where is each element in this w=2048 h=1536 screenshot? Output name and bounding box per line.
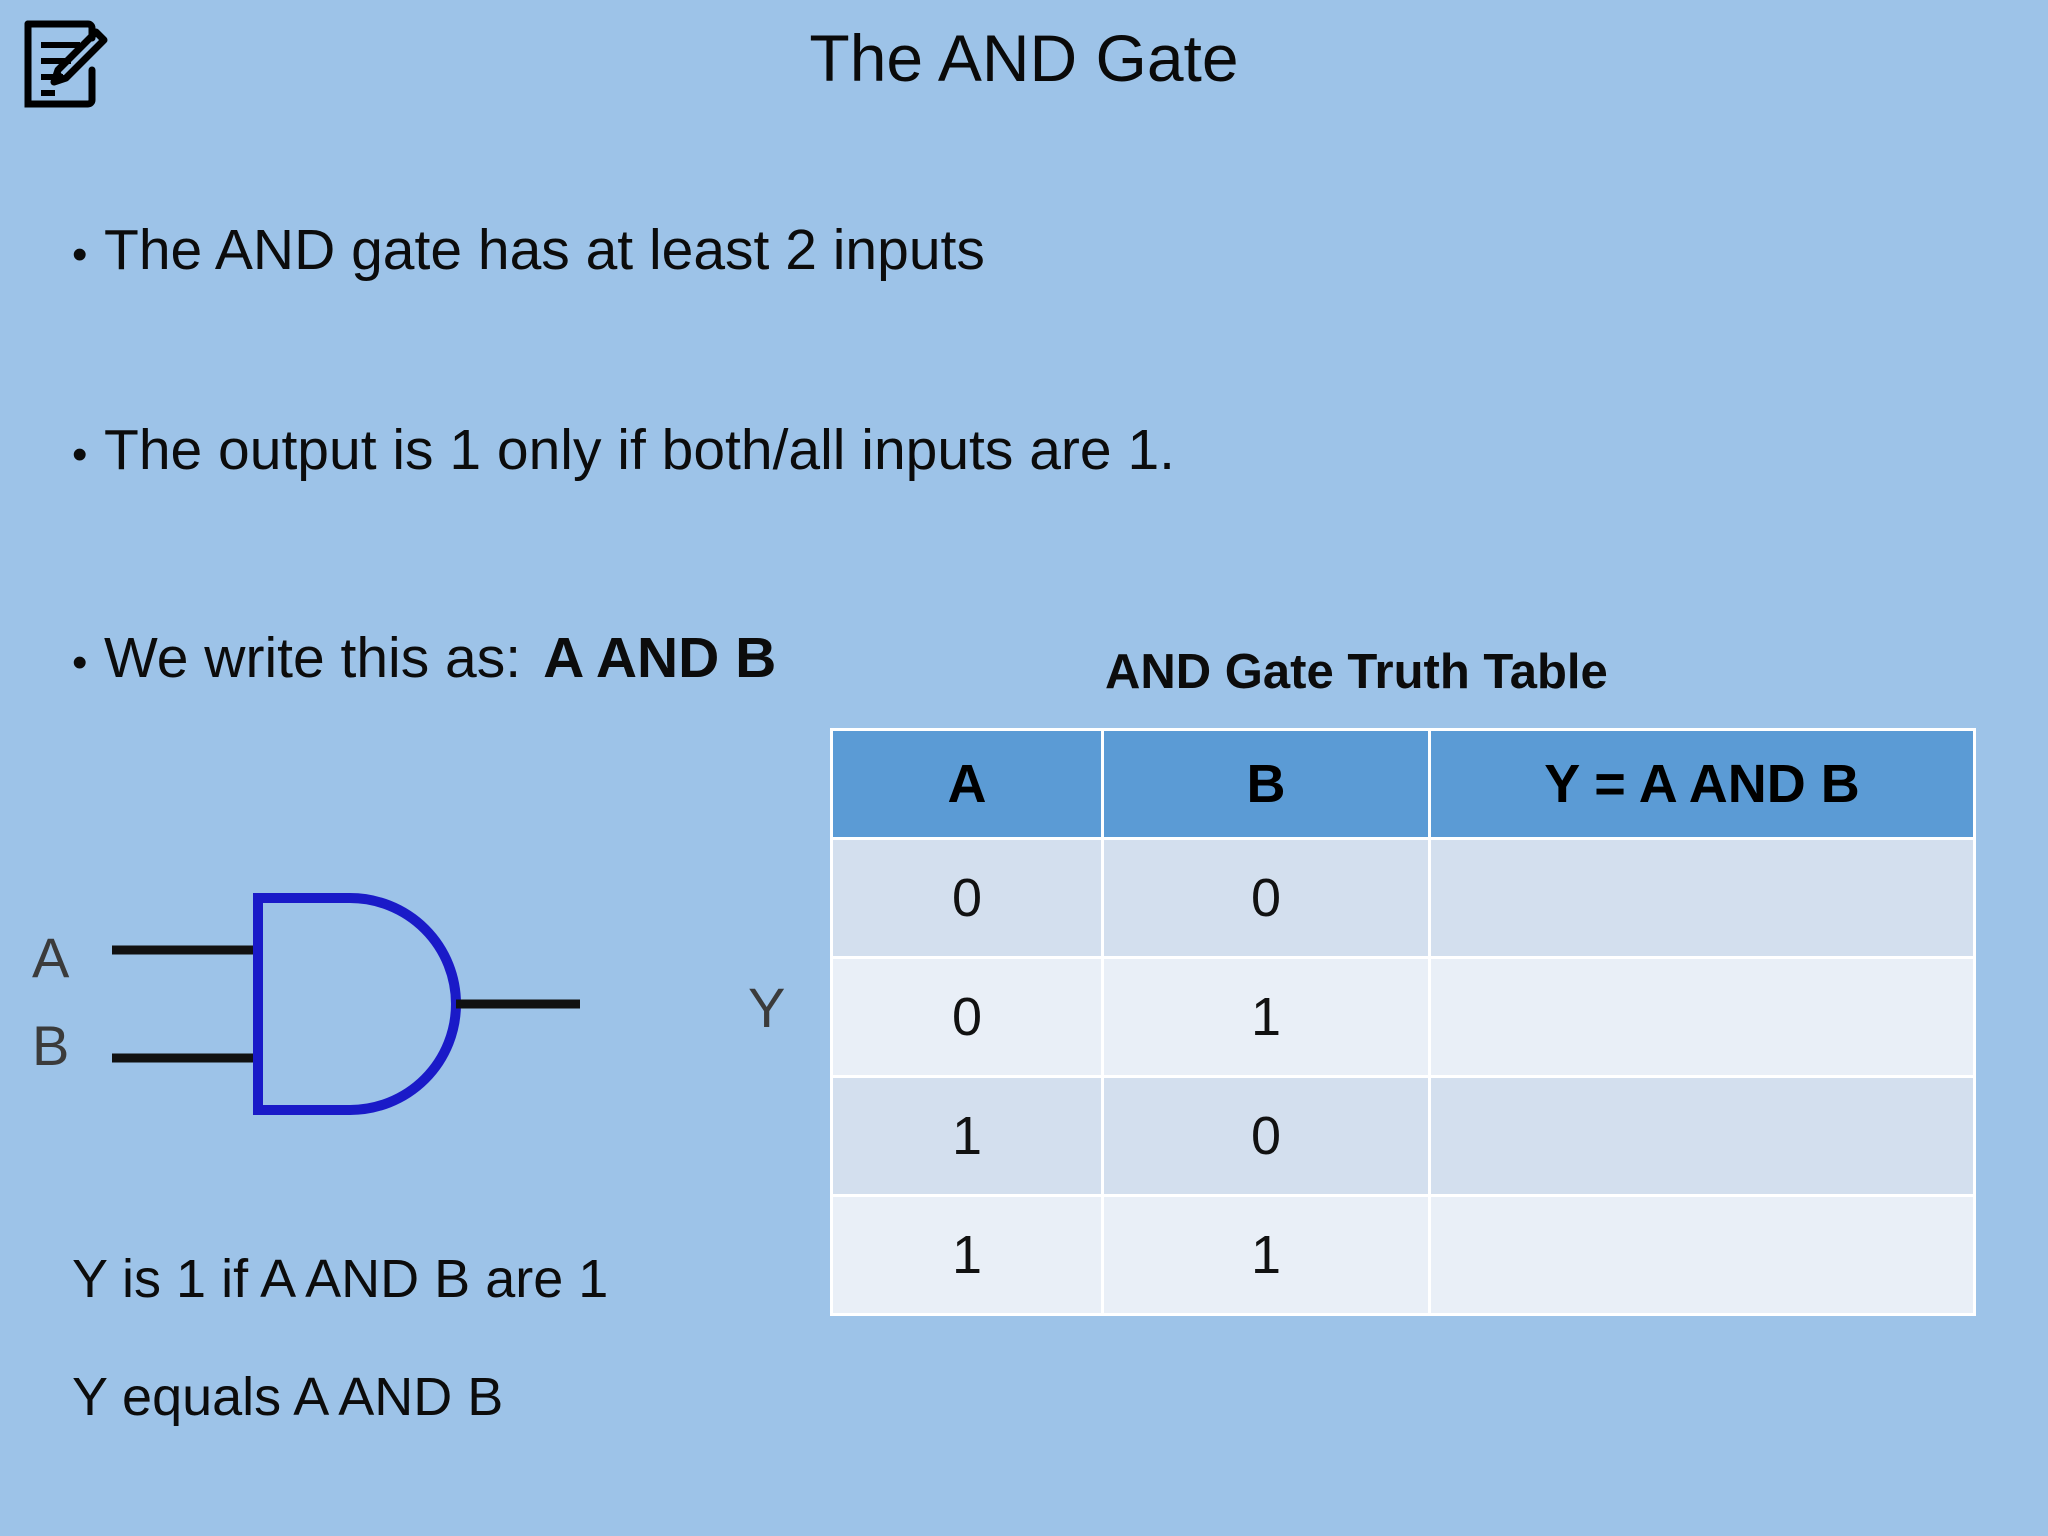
cell-y[interactable] <box>1431 840 1973 956</box>
column-header-a: A <box>833 731 1101 837</box>
truth-table-container: A B Y = A AND B 0 0 0 1 1 0 <box>830 728 1976 1316</box>
and-gate-diagram <box>20 860 840 1150</box>
bullet-marker-icon: • <box>72 638 88 687</box>
and-gate-body <box>253 893 461 1115</box>
cell-y[interactable] <box>1431 959 1973 1075</box>
cell-b: 1 <box>1104 1197 1428 1313</box>
truth-table-caption: AND Gate Truth Table <box>1105 645 1608 699</box>
table-row: 0 1 <box>833 959 1973 1075</box>
bullet-marker-icon: • <box>72 230 88 279</box>
column-header-b: B <box>1104 731 1428 837</box>
cell-a: 0 <box>833 959 1101 1075</box>
bullet-item-3: • We write this as: A AND B <box>72 630 776 687</box>
bullet-marker-icon: • <box>72 430 88 479</box>
footnote-line-2: Y equals A AND B <box>72 1367 504 1427</box>
cell-b: 1 <box>1104 959 1428 1075</box>
gate-input-a-label: A <box>32 926 70 989</box>
gate-input-b-label: B <box>32 1014 70 1077</box>
gate-output-y-label: Y <box>748 976 786 1039</box>
bullet-text-2: The output is 1 only if both/all inputs … <box>104 418 1175 482</box>
bullet-text-3: We write this as: <box>104 626 522 690</box>
cell-b: 0 <box>1104 1078 1428 1194</box>
cell-a: 1 <box>833 1197 1101 1313</box>
bullet-item-1: • The AND gate has at least 2 inputs <box>72 222 985 279</box>
cell-b: 0 <box>1104 840 1428 956</box>
column-header-y: Y = A AND B <box>1431 731 1973 837</box>
table-header-row: A B Y = A AND B <box>833 731 1973 837</box>
cell-a: 1 <box>833 1078 1101 1194</box>
table-row: 1 1 <box>833 1197 1973 1313</box>
truth-table: A B Y = A AND B 0 0 0 1 1 0 <box>830 728 1976 1316</box>
boolean-expression: A AND B <box>543 626 777 690</box>
bullet-text-1: The AND gate has at least 2 inputs <box>104 218 985 282</box>
page-title: The AND Gate <box>809 21 1239 95</box>
cell-y[interactable] <box>1431 1078 1973 1194</box>
cell-y[interactable] <box>1431 1197 1973 1313</box>
footnote-line-1: Y is 1 if A AND B are 1 <box>72 1249 609 1309</box>
note-pencil-icon <box>14 14 114 114</box>
cell-a: 0 <box>833 840 1101 956</box>
table-row: 1 0 <box>833 1078 1973 1194</box>
table-row: 0 0 <box>833 840 1973 956</box>
bullet-item-2: • The output is 1 only if both/all input… <box>72 422 1175 479</box>
